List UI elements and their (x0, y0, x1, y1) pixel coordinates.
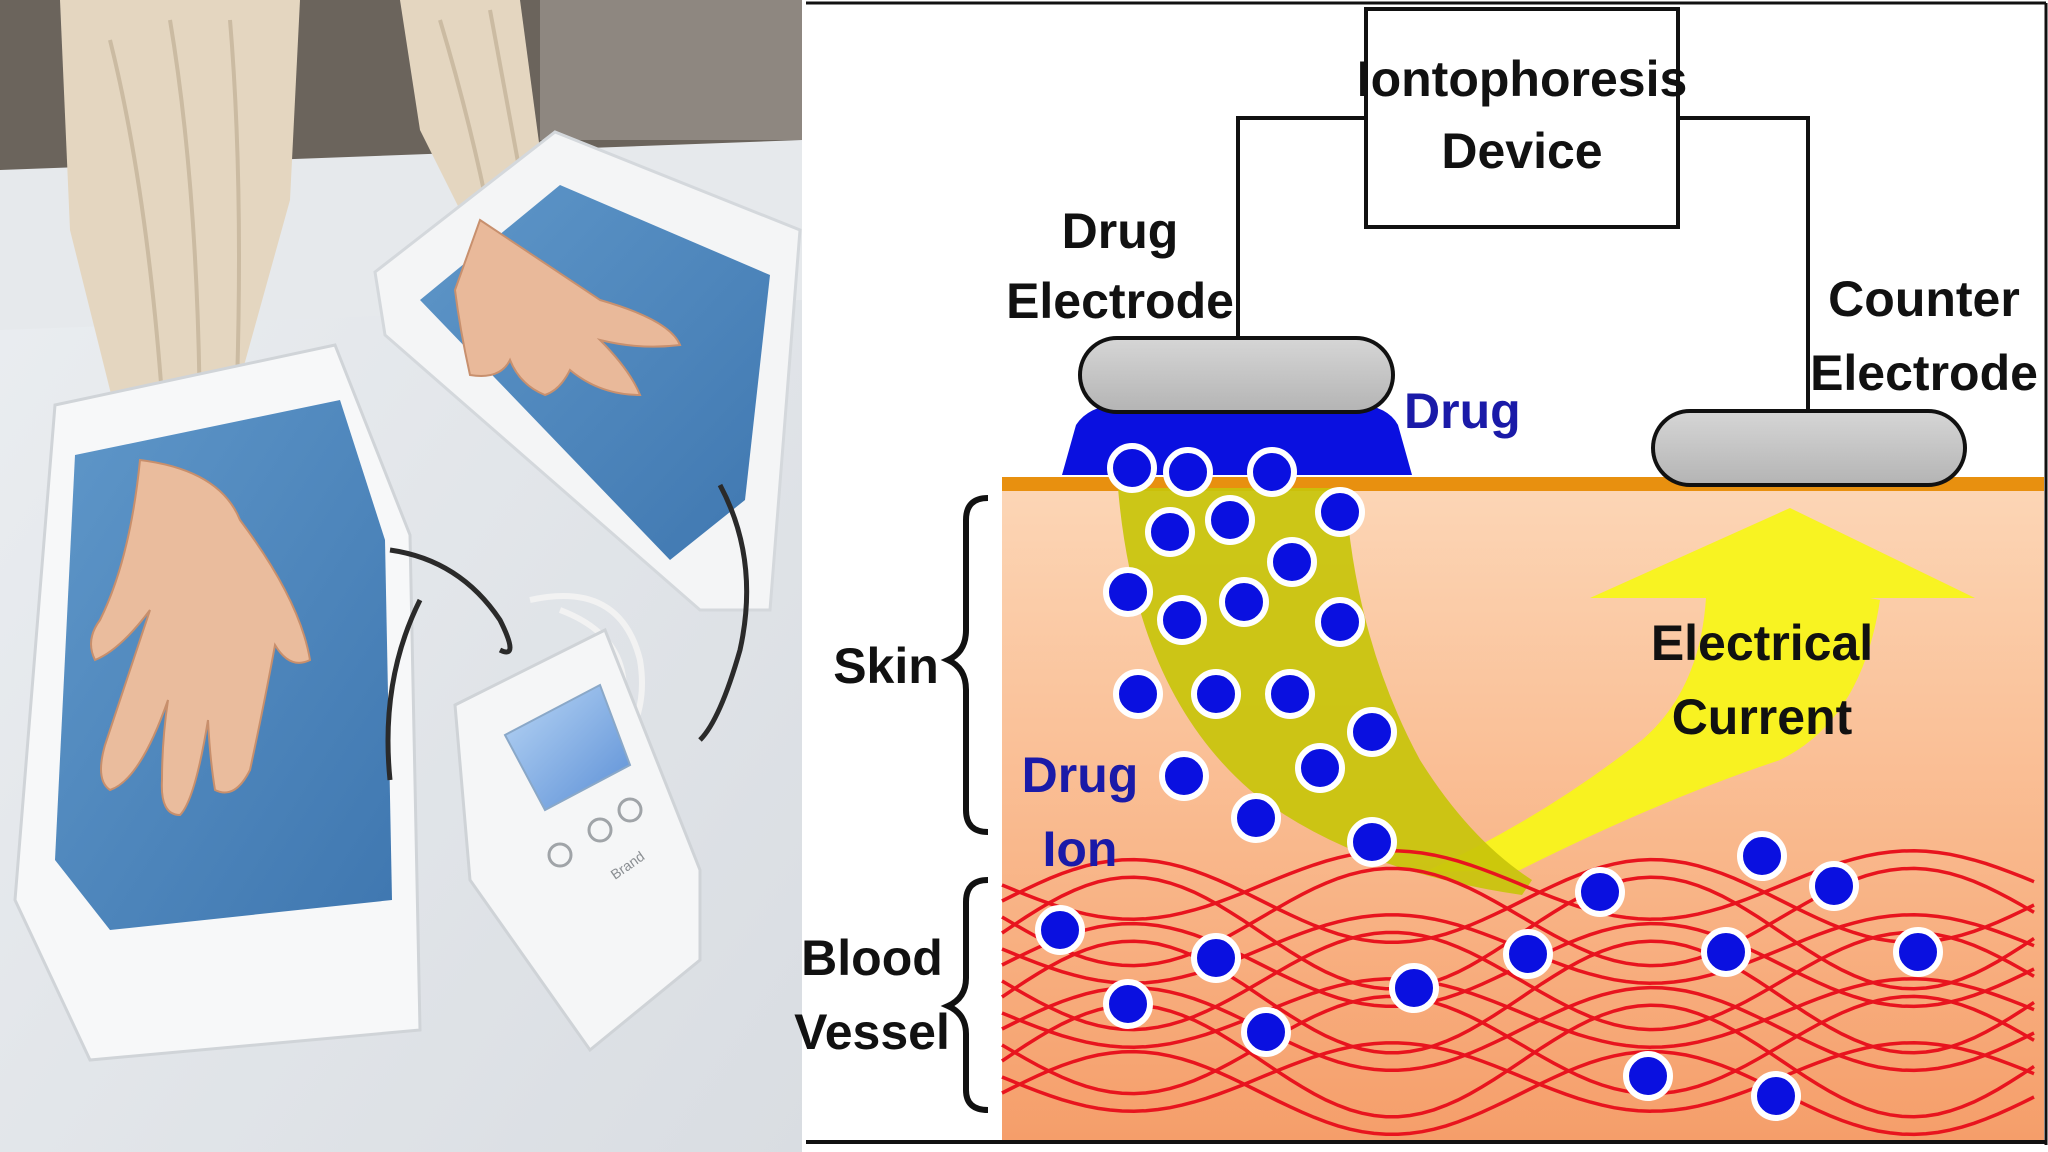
drug-ion-icon (1113, 669, 1163, 719)
blood-vessel-line (1001, 849, 2035, 921)
drug-ion-icon (1231, 793, 1281, 843)
counter-electrode-wire (1678, 116, 1810, 412)
blood-vessel-label-line1: Blood (801, 930, 943, 986)
drug-ion-icon (1809, 861, 1859, 911)
blood-vessel-line (1001, 977, 2035, 1049)
device-button-icon (547, 842, 573, 868)
device-button-icon (587, 817, 613, 843)
drug-ion-icon (1241, 1007, 1291, 1057)
drug-ion-icon (1389, 963, 1439, 1013)
drug-electrode-label-line2: Electrode (1006, 273, 1234, 329)
counter-electrode-label-line1: Counter (1828, 271, 2020, 327)
drug-ion-icon (1751, 1071, 1801, 1121)
drug-ion-icon (1145, 507, 1195, 557)
device-label-line2: Device (1441, 123, 1602, 179)
drug-electrode-label-line1: Drug (1062, 203, 1179, 259)
drug-label: Drug (1404, 383, 1521, 439)
drug-ion-icon (1103, 979, 1153, 1029)
skin-label: Skin (833, 638, 939, 694)
drug-ion-icon (1315, 487, 1365, 537)
drug-ion-flow-arrow (1118, 488, 1532, 895)
drug-ion-icon (1295, 743, 1345, 793)
blood-vessel-line (1001, 1041, 2035, 1113)
iontophoresis-diagram: Iontophoresis Device Drug Electrode Drug… (794, 0, 2048, 1152)
blood-vessel-brace (940, 877, 989, 1113)
drug-ion-label-line2: Ion (1043, 821, 1118, 877)
drug-ion-icon (1191, 933, 1241, 983)
drug-ion-icon (1035, 905, 1085, 955)
counter-electrode-label-line2: Electrode (1810, 345, 2038, 401)
drug-ion-icon (1219, 577, 1269, 627)
current-label-line1: Electrical (1651, 615, 1873, 671)
drug-ion-icon (1347, 817, 1397, 867)
drug-ion-icon (1265, 669, 1315, 719)
drug-electrode-wire (1236, 116, 1366, 340)
drug-ion-icon (1575, 867, 1625, 917)
device-label-line1: Iontophoresis (1357, 51, 1688, 107)
blood-vessel-line (1001, 1049, 2035, 1137)
drug-ion-icon (1247, 447, 1297, 497)
right-hand (453, 218, 682, 397)
drug-ion-icon (1503, 929, 1553, 979)
blood-vessel-line (1001, 930, 2035, 1032)
left-sleeve (60, 0, 300, 470)
drug-ions (1035, 443, 1943, 1121)
drug-ion-icon (1701, 927, 1751, 977)
blood-vessel-line (1001, 985, 2035, 1073)
drug-ion-icon (1205, 495, 1255, 545)
drug-ion-icon (1157, 595, 1207, 645)
drug-ion-icon (1163, 447, 1213, 497)
iontophoresis-device-box (1364, 7, 1680, 229)
drug-ion-icon (1159, 751, 1209, 801)
drug-ion-icon (1191, 669, 1241, 719)
drug-ion-icon (1103, 567, 1153, 617)
left-hand (90, 458, 312, 817)
device-button-icon (617, 797, 643, 823)
drug-ion-icon (1347, 707, 1397, 757)
blood-vessel-label-line2: Vessel (794, 1004, 950, 1060)
skin-brace (940, 495, 989, 835)
drug-ion-icon (1623, 1051, 1673, 1101)
drug-ion-icon (1893, 927, 1943, 977)
drug-ion-icon (1315, 597, 1365, 647)
current-label-line2: Current (1672, 689, 1853, 745)
blood-vessel-line (1001, 866, 2035, 968)
drug-ion-icon (1737, 831, 1787, 881)
treatment-photo: Brand (0, 0, 802, 1152)
blood-vessel-line (1001, 994, 2035, 1096)
drug-ion-icon (1107, 443, 1157, 493)
blood-vessel-line (1001, 1003, 2035, 1119)
electrical-current-arrow (1425, 508, 1975, 872)
iontophoresis-unit: Brand (453, 627, 702, 1053)
blood-vessel-line (1001, 857, 2035, 945)
drug-electrode (1078, 336, 1395, 414)
drug-ion-icon (1267, 537, 1317, 587)
drug-ion-label-line1: Drug (1022, 747, 1139, 803)
blood-vessel-line (1001, 939, 2035, 1055)
counter-electrode (1651, 409, 1967, 487)
